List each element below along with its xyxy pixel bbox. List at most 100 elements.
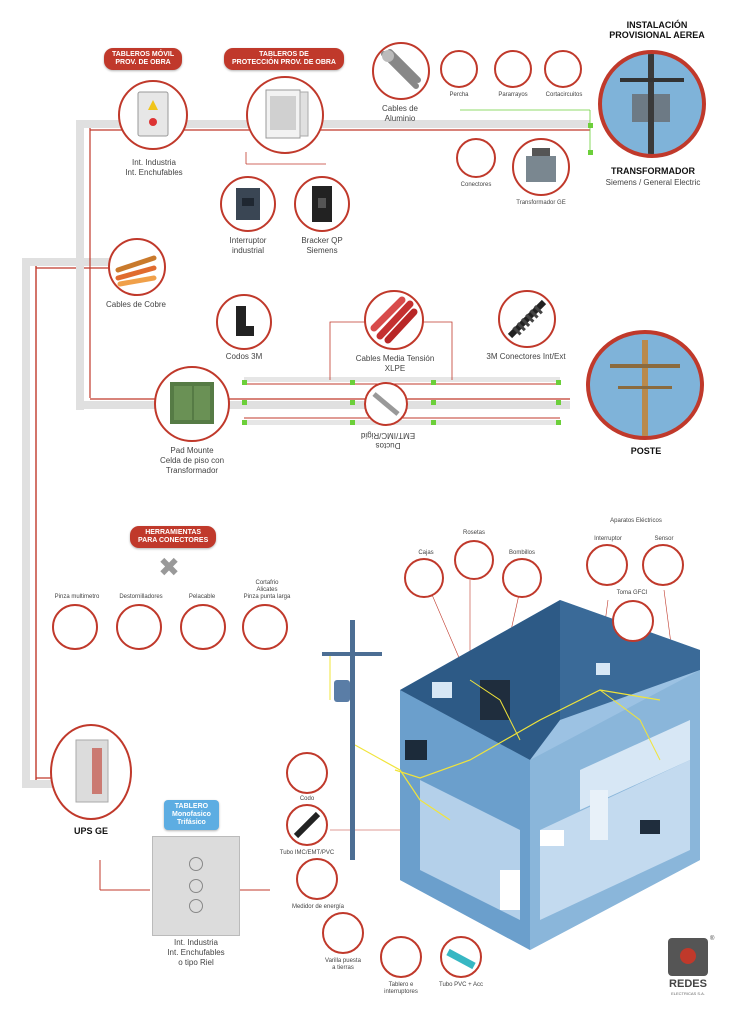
tablero-interruptores-label: Tablero e interruptores <box>384 982 418 995</box>
bracker-circle <box>294 176 350 232</box>
house-illustration <box>354 600 700 950</box>
varilla-circle <box>322 912 364 954</box>
ups-title: UPS GE <box>73 826 108 836</box>
badge-tablero-mono: TABLERO Monofasico Trifásico <box>164 800 219 830</box>
cables-cobre-label: Cables de Cobre <box>105 300 167 309</box>
conectores-3m-circle <box>498 290 556 348</box>
connector-dot <box>588 150 593 155</box>
pararrayos-label: Pararrayos <box>498 92 528 98</box>
pelacable-label: Pelacable <box>188 594 216 600</box>
transformer-pole-circle <box>598 50 706 158</box>
connector-dot <box>350 380 355 385</box>
pelacable-circle <box>180 604 226 650</box>
transformador-ge-label: Transformador GE <box>516 200 566 206</box>
tablero-knob <box>189 879 203 893</box>
redes-logo: REDES ELECTRICAS S.A. ® <box>664 936 715 1002</box>
int-riel-label: Int. Industria Int. Enchufables o tipo R… <box>167 938 225 967</box>
pinza-multimetro-circle <box>52 604 98 650</box>
connector-dot <box>242 380 247 385</box>
rosetas-circle <box>454 540 494 580</box>
percha-label: Percha <box>449 92 469 98</box>
codo-circle <box>286 752 328 794</box>
cables-aluminio-circle <box>372 42 430 100</box>
tubo-pvc-label: Tubo PVC + Acc <box>439 982 483 988</box>
cables-aluminio-label: Cables de Aluminio <box>381 104 419 123</box>
trunk-conduit <box>22 258 30 788</box>
connector-dot <box>431 420 436 425</box>
medidor-label: Medidor de energía <box>291 904 345 910</box>
connector-dot <box>556 380 561 385</box>
sensor-label: Sensor <box>654 536 674 542</box>
poste-circle <box>586 330 704 440</box>
tubo-imc-label: Tubo IMC/EMT/PVC <box>279 850 335 856</box>
cables-cobre-circle <box>108 238 166 296</box>
transformador-title: TRANSFORMADOR <box>611 166 695 176</box>
tubo-pvc-circle <box>440 936 482 978</box>
cortafrio-circle <box>242 604 288 650</box>
tablero-knob <box>189 899 203 913</box>
sensor-circle <box>642 544 684 586</box>
pad-mounte-circle <box>154 366 230 442</box>
cortacircuitos-label: Cortacircuitos <box>545 92 583 98</box>
connector-dot <box>350 420 355 425</box>
connector-dot <box>556 420 561 425</box>
cortacircuitos-circle <box>544 50 582 88</box>
logo-dot <box>680 948 696 964</box>
ductos-label: Ductos EMT/IMC/Rigid <box>360 431 416 450</box>
badge-tableros-proteccion: TABLEROS DE PROTECCIÓN PROV. DE OBRA <box>224 48 344 70</box>
toma-gfci-circle <box>612 600 654 642</box>
aparatos-label: Aparatos Eléctricos <box>610 518 662 524</box>
transformador-ge-circle <box>512 138 570 196</box>
pinza-multimetro-label: Pinza multimetro <box>54 594 100 600</box>
utility-pole <box>350 620 355 860</box>
upper-conduit <box>76 120 84 410</box>
instalacion-title: INSTALACIÓN PROVISIONAL AEREA <box>609 20 705 40</box>
logo-reg: ® <box>710 936 715 942</box>
logo-brand: REDES <box>669 978 707 990</box>
connector-dot <box>242 420 247 425</box>
tablero-proteccion-circle <box>246 76 324 154</box>
poste-title: POSTE <box>630 446 662 456</box>
codos-3m-label: Codos 3M <box>225 352 263 361</box>
bombillos-circle <box>502 558 542 598</box>
cajas-circle <box>404 558 444 598</box>
bombillos-label: Bombillos <box>508 550 535 556</box>
connector-dot <box>350 400 355 405</box>
cables-media-circle <box>364 290 424 350</box>
cables-media-label: Cables Media Tensión XLPE <box>355 354 435 373</box>
pad-mounte-label: Pad Mounte Celda de piso con Transformad… <box>159 446 225 475</box>
cajas-label: Cajas <box>418 550 434 556</box>
cortafrio-label: Cortafrio Alicates Pinza punta larga <box>243 580 291 600</box>
interruptor-industrial-circle <box>220 176 276 232</box>
pararrayos-circle <box>494 50 532 88</box>
tubo-imc-circle <box>286 804 328 846</box>
interruptor-label: Interruptor <box>594 536 622 542</box>
percha-circle <box>440 50 478 88</box>
codos-3m-circle <box>216 294 272 350</box>
conectores-label: Conectores <box>460 182 492 188</box>
destornilladores-label: Destornilladores <box>119 594 163 600</box>
tablero-box <box>152 836 240 936</box>
bracker-label: Bracker QP Siemens <box>301 236 343 255</box>
medidor-circle <box>296 858 338 900</box>
tools-icon: ✖ <box>158 552 180 582</box>
interruptor-industrial-label: Interruptor industrial <box>229 236 267 255</box>
int-industria-label: Int. Industria Int. Enchufables <box>125 158 183 177</box>
connector-dot <box>431 380 436 385</box>
tablero-movil-circle <box>118 80 188 150</box>
transformador-subtitle: Siemens / General Electric <box>605 178 701 187</box>
logo-sub: ELECTRICAS S.A. <box>671 991 705 996</box>
varilla-label: Varilla puesta a tierras <box>325 958 361 971</box>
codo-label: Codo <box>299 796 315 802</box>
connector-dot <box>431 400 436 405</box>
connector-dot <box>242 400 247 405</box>
connector-dot <box>556 400 561 405</box>
toma-gfci-label: Toma GFCI <box>616 590 648 596</box>
conectores-circle <box>456 138 496 178</box>
ups-circle <box>50 724 132 820</box>
connector-dot <box>588 123 593 128</box>
logo-mark <box>668 938 708 976</box>
badge-tableros-movil: TABLEROS MÓVIL PROV. DE OBRA <box>104 48 183 70</box>
destornilladores-circle <box>116 604 162 650</box>
